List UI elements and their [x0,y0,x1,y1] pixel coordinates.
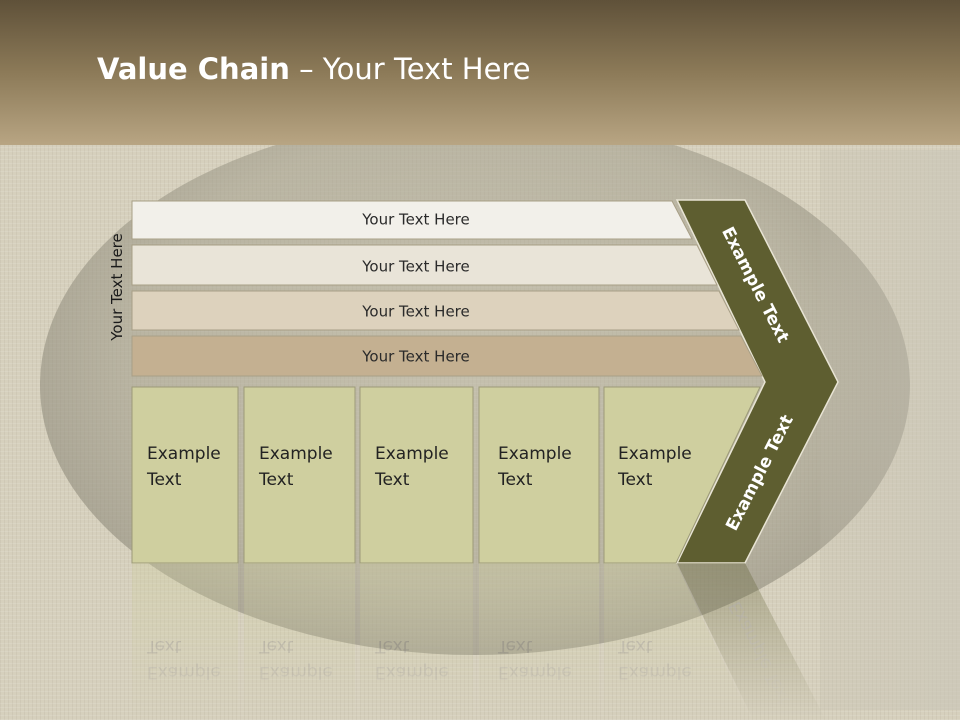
reflection-box [244,563,355,720]
row-band [131,290,740,331]
reflection-text: Example [147,662,221,682]
reflection-text: Text [497,636,533,656]
reflection: Example Text Example Text Example Text E… [132,563,826,720]
slide-title: Value Chain – Your Text Here [97,52,531,86]
box-line2: Text [617,470,653,490]
reflection-text: Example [498,662,572,682]
reflection-text: Example [618,662,692,682]
box-line2: Text [374,470,410,490]
row-band [131,335,763,377]
cloth-photo [820,150,960,710]
reflection-box [360,563,473,720]
reflection-chevron [677,563,826,720]
row-band [131,200,693,240]
row-label: Your Text Here [361,211,469,229]
row-label: Your Text Here [361,303,469,321]
row-label: Your Text Here [361,348,469,366]
title-bar [0,0,960,145]
reflection-text: Text [374,636,410,656]
rows-group: Your Text Here Your Text Here Your Text … [131,200,763,377]
boxes-group: Example Text Example Text Example Text E… [131,386,761,564]
title-bold: Value Chain [97,52,290,86]
reflection-text: Text [146,636,182,656]
box-line1: Example [147,444,221,464]
box-line1: Example [618,444,692,464]
reflection-text: Example [375,662,449,682]
reflection-box [479,563,599,720]
row-band [131,244,718,286]
box-line1: Example [259,444,333,464]
reflection-text: Text [617,636,653,656]
activity-box [243,386,356,564]
row-label: Your Text Here [361,258,469,276]
box-line2: Text [258,470,294,490]
reflection-text: Example [259,662,333,682]
box-line1: Example [498,444,572,464]
activity-box [359,386,474,564]
box-line2: Text [146,470,182,490]
reflection-text: Text [258,636,294,656]
reflection-box [604,563,751,720]
box-line2: Text [497,470,533,490]
box-line1: Example [375,444,449,464]
title-rest: – Your Text Here [289,52,531,86]
activity-box [478,386,600,564]
activity-box [131,386,239,564]
reflection-box [132,563,238,720]
